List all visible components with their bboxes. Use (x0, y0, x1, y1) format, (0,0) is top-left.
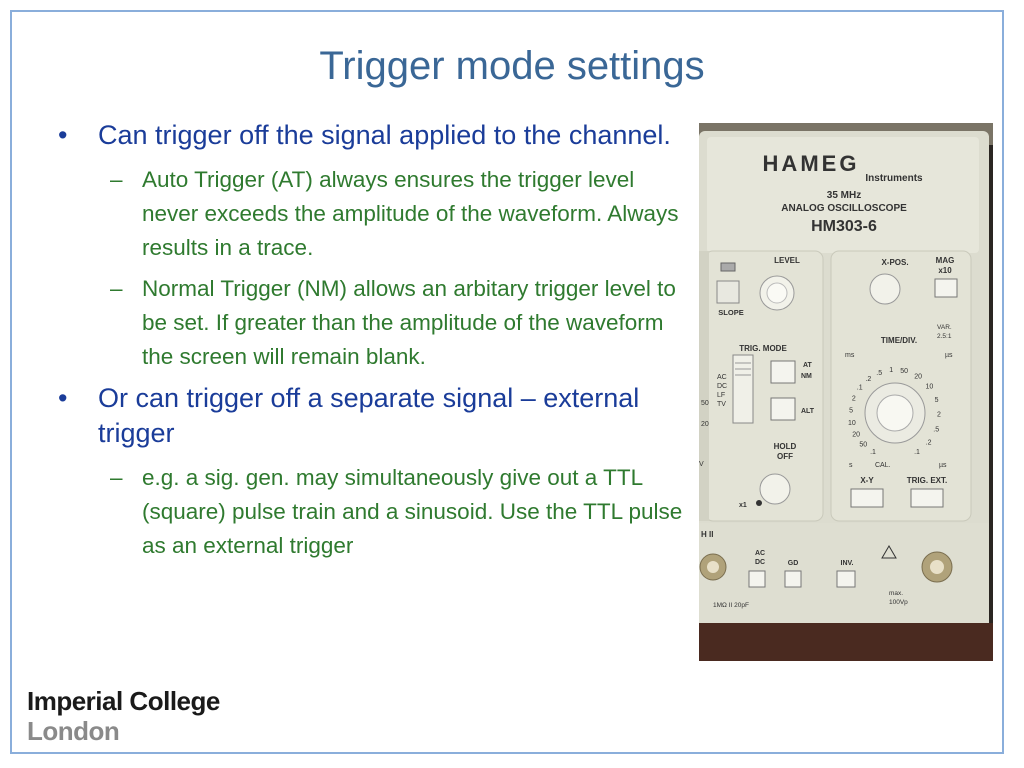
at-label: AT (803, 362, 813, 369)
num-50-label: 50 (701, 400, 709, 407)
freq-text: 35 MHz (827, 190, 861, 201)
dial-scale-label: 10 (848, 420, 856, 427)
x1-label: x1 (739, 502, 747, 509)
dial-scale-label: .2 (865, 376, 871, 383)
us-label-bottom: µs (939, 462, 947, 469)
trig-mode-label: TRIG. MODE (739, 344, 787, 353)
xpos-label: X-POS. (881, 258, 908, 267)
dial-scale-label: 2 (937, 412, 941, 419)
sub-bullet-mark: – (110, 276, 123, 301)
bullet-1: • Can trigger off the signal applied to … (58, 118, 693, 153)
sub-bullet-mark: – (110, 465, 123, 490)
alt-label: ALT (801, 408, 815, 415)
ch2-ac-label: AC (755, 550, 765, 557)
dial-scale-label: .5 (933, 427, 939, 434)
ac-label: AC (717, 374, 727, 381)
timediv-label: TIME/DIV. (881, 336, 917, 345)
level-label: LEVEL (774, 256, 800, 265)
dial-scale-label: 50 (900, 368, 908, 375)
dial-scale-label: 2 (852, 396, 856, 403)
num-20-label: 20 (701, 421, 709, 428)
cal-label: CAL. (875, 462, 891, 469)
bullet-mark: • (58, 120, 68, 150)
dial-scale-label: .5 (876, 370, 882, 377)
slide-title: Trigger mode settings (319, 44, 705, 88)
brand-sub-text: Instruments (865, 173, 923, 184)
dial-scale-label: .1 (914, 449, 920, 456)
dial-scale-label: 5 (935, 397, 939, 404)
vp-label: 100Vp (889, 599, 908, 606)
sub-bullet-text: Normal Trigger (NM) allows an arbitary t… (142, 276, 676, 369)
dial-scale-label: .1 (870, 449, 876, 456)
logo-line-1: Imperial College (27, 686, 220, 716)
impedance-label: 1MΩ II 20pF (713, 602, 749, 609)
xy-label: X-Y (860, 476, 874, 485)
ch2-dc-label: DC (755, 559, 765, 566)
oscilloscope-photo: HAMEG Instruments 35 MHz ANALOG OSCILLOS… (699, 123, 993, 661)
gd-label: GD (788, 560, 799, 567)
nm-label: NM (801, 373, 812, 380)
dial-right-scale: 50 20 105 2 .5.2 .1 (900, 368, 941, 456)
sub-bullet-text: e.g. a sig. gen. may simultaneously give… (142, 465, 683, 558)
x10-label: x10 (938, 266, 952, 275)
dial-scale-label: 20 (914, 374, 922, 381)
bullet-2: • Or can trigger off a separate signal –… (58, 381, 693, 451)
sub-bullet-text: Auto Trigger (AT) always ensures the tri… (142, 167, 679, 260)
ch2-label: H II (701, 530, 713, 539)
imperial-college-logo: Imperial College London (27, 686, 220, 746)
dial-scale-label: 50 (859, 442, 867, 449)
type-text: ANALOG OSCILLOSCOPE (781, 203, 907, 214)
logo-line-2: London (27, 716, 120, 746)
tv-label: TV (717, 401, 726, 408)
bullet-mark: • (58, 383, 68, 413)
dial-scale-label: 20 (852, 432, 860, 439)
slope-label: SLOPE (718, 308, 743, 317)
us-label: µs (945, 352, 953, 359)
mag-label: MAG (936, 256, 955, 265)
sub-bullet-1-2: – Normal Trigger (NM) allows an arbitary… (110, 272, 693, 374)
dial-scale-label: .1 (857, 385, 863, 392)
volt-label: V (699, 461, 704, 468)
lf-label: LF (717, 392, 725, 399)
var-label: VAR. (937, 324, 952, 331)
ratio-label: 2.5:1 (937, 333, 952, 340)
s-label: s (849, 462, 853, 469)
dial-scale-label: 5 (849, 408, 853, 415)
slide-content: • Can trigger off the signal applied to … (58, 118, 693, 570)
ms-label: ms (845, 352, 855, 359)
max-label: max. (889, 590, 903, 597)
hold-label: HOLD (774, 442, 797, 451)
sub-bullet-1-1: – Auto Trigger (AT) always ensures the t… (110, 163, 693, 265)
bullet-text: Can trigger off the signal applied to th… (98, 120, 671, 150)
inv-label: INV. (841, 560, 854, 567)
slide-frame (10, 10, 1004, 754)
dial-scale-label: .2 (926, 440, 932, 447)
sub-bullet-mark: – (110, 167, 123, 192)
sub-bullet-2-1: – e.g. a sig. gen. may simultaneously gi… (110, 461, 693, 563)
brand-text: HAMEG (763, 151, 860, 176)
bullet-text: Or can trigger off a separate signal – e… (98, 383, 640, 448)
dc-label: DC (717, 383, 727, 390)
dial-scale-label: 1 (889, 367, 893, 374)
trig-ext-label: TRIG. EXT. (907, 476, 947, 485)
off-label: OFF (777, 452, 793, 461)
dial-scale-label: 10 (926, 384, 934, 391)
model-text: HM303-6 (811, 218, 877, 235)
